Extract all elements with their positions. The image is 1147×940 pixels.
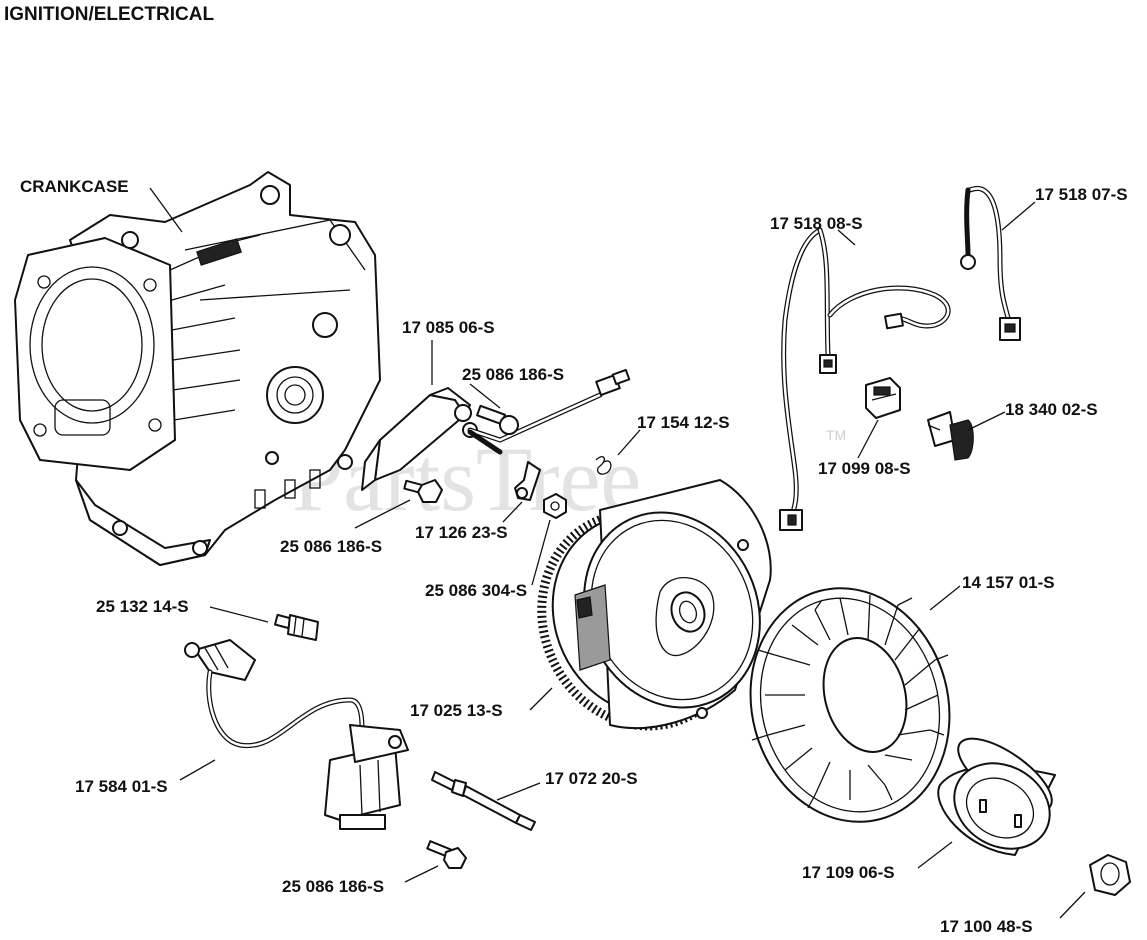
fan-cup-leader [917, 841, 953, 869]
screw-b-part[interactable] [403, 479, 443, 503]
spring-leader [617, 429, 641, 456]
ignition-module-part[interactable] [361, 368, 631, 491]
fan-cup-part[interactable] [937, 725, 1065, 865]
label-25-086-186-b: 25 086 186-S [280, 537, 382, 556]
label-18-340-02: 18 340 02-S [1005, 400, 1098, 419]
spark-plug-part[interactable] [274, 613, 319, 641]
label-17-085-06: 17 085 06-S [402, 318, 495, 337]
label-25-086-186-a: 25 086 186-S [462, 365, 564, 384]
mounting-stud-part[interactable] [431, 771, 536, 831]
mounting-stud-leader [496, 782, 541, 801]
diagram-title: IGNITION/ELECTRICAL [4, 4, 214, 25]
label-17-109-06: 17 109 06-S [802, 863, 895, 882]
wire-harness-leader [837, 229, 856, 246]
crankcase-part[interactable] [14, 171, 381, 566]
flywheel-leader [529, 687, 553, 711]
watermark-trademark: TM [826, 427, 846, 443]
label-25-132-14: 25 132 14-S [96, 597, 189, 616]
bracket-leader [502, 501, 523, 523]
label-17-099-08: 17 099 08-S [818, 459, 911, 478]
label-17-100-48: 17 100 48-S [940, 917, 1033, 936]
spring-part[interactable] [595, 456, 612, 475]
label-17-518-07: 17 518 07-S [1035, 185, 1128, 204]
screw-b-leader [354, 499, 411, 529]
connector-part[interactable] [865, 377, 901, 419]
label-17-025-13: 17 025 13-S [410, 701, 503, 720]
ground-wire-part[interactable] [960, 185, 1021, 341]
flywheel-nut-part[interactable] [543, 493, 567, 519]
label-17-584-01: 17 584 01-S [75, 777, 168, 796]
connector-leader [857, 419, 879, 459]
ignition-coil-part[interactable] [184, 639, 409, 830]
label-14-157-01: 14 157 01-S [962, 573, 1055, 592]
label-25-086-186-c: 25 086 186-S [282, 877, 384, 896]
flywheel-nut-leader [531, 519, 551, 586]
cooling-fan-part[interactable] [725, 566, 975, 845]
crankcase-leader [149, 187, 183, 233]
label-17-154-12: 17 154 12-S [637, 413, 730, 432]
label-25-086-304: 25 086 304-S [425, 581, 527, 600]
fan-nut-leader [1059, 891, 1086, 919]
ground-wire-leader [1001, 201, 1036, 231]
label-17-126-23: 17 126 23-S [415, 523, 508, 542]
switch-part[interactable] [927, 411, 974, 461]
bracket-part[interactable] [514, 461, 541, 501]
screw-c-leader [404, 865, 439, 883]
screw-a-leader [469, 383, 501, 409]
label-17-518-08: 17 518 08-S [770, 214, 863, 233]
label-17-072-20: 17 072 20-S [545, 769, 638, 788]
screw-c-part[interactable] [426, 840, 467, 869]
watermark-text: PartsTree [292, 428, 641, 530]
spark-plug-leader [209, 606, 269, 623]
switch-leader [967, 411, 1006, 431]
label-crankcase: CRANKCASE [20, 177, 129, 196]
flywheel-part[interactable] [507, 479, 791, 758]
wire-harness-part[interactable] [779, 227, 951, 531]
ignition-coil-leader [179, 759, 216, 781]
fan-nut-part[interactable] [1089, 854, 1131, 896]
cooling-fan-leader [929, 585, 961, 611]
